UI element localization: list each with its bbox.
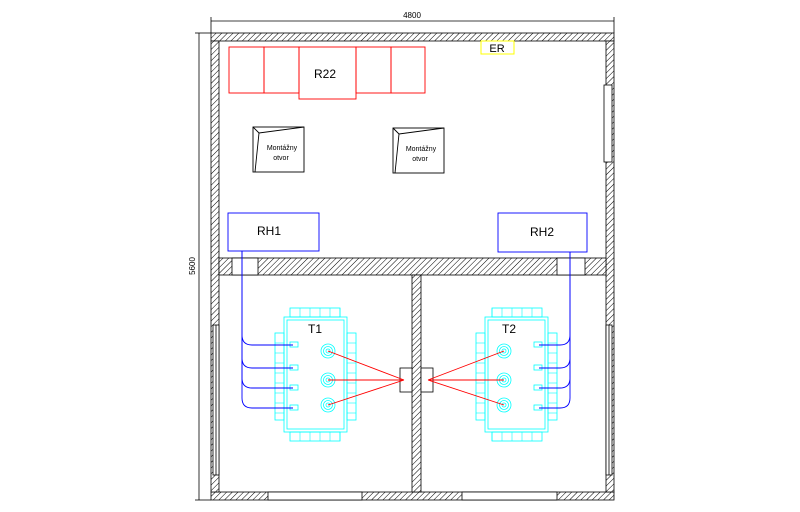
rh1-label: RH1 [257, 224, 281, 238]
switchgear-r22 [228, 46, 426, 100]
hv-cable [327, 379, 405, 406]
distribution-board-rh2 [497, 212, 588, 253]
lv-cable [539, 252, 571, 409]
assembly-opening-2 [392, 127, 445, 174]
radiator-right [475, 332, 486, 421]
lv-bushing [533, 341, 543, 348]
transformer-tank-inner [286, 319, 345, 430]
lv-bushing [289, 404, 299, 411]
transformer-t1 [241, 251, 405, 442]
radiator-top [289, 307, 341, 318]
hv-bushing [323, 346, 333, 356]
radiator-right [346, 332, 357, 421]
lv-bushing [533, 404, 543, 411]
transformer-tank-inner [487, 319, 546, 430]
hv-bushing [496, 397, 512, 413]
lv-bushing [533, 364, 543, 371]
hv-bushing [320, 397, 336, 413]
rh2-label: RH2 [530, 225, 554, 239]
assembly-opening-2-label-line1: Montážny [406, 146, 437, 153]
wall-bushings [399, 367, 434, 393]
radiator-top [491, 307, 543, 318]
transformer-tank [484, 316, 549, 433]
r22-label: R22 [314, 67, 336, 81]
windows [212, 84, 613, 476]
assembly-opening-2-label-line2: otvor [412, 156, 428, 163]
distribution-board-rh1 [227, 212, 320, 252]
walls [210, 32, 615, 501]
hv-bushing [496, 343, 512, 359]
lv-bushing [289, 384, 299, 391]
hv-cable [327, 350, 405, 381]
hv-bushing [320, 343, 336, 359]
hv-cable [427, 379, 505, 406]
er-box [480, 40, 515, 55]
hv-bushing [323, 400, 333, 410]
height-dimension-label: 5600 [188, 257, 197, 275]
lv-cable [241, 251, 293, 409]
hv-bushing [499, 400, 509, 410]
lv-bushing [533, 384, 543, 391]
hv-bushing [501, 402, 507, 408]
assembly-opening-1-label-line2: otvor [273, 155, 289, 162]
dimension-width [210, 17, 615, 33]
radiator-left [547, 332, 558, 421]
er-label: ER [489, 43, 504, 55]
lv-bushing [289, 341, 299, 348]
assembly-opening-1 [252, 126, 305, 173]
hv-bushing [325, 348, 331, 354]
hv-bushing [325, 402, 331, 408]
wall-openings [231, 257, 586, 501]
hv-bushing [501, 348, 507, 354]
radiator-left [274, 332, 285, 421]
dimension-height [195, 32, 211, 501]
lv-bushing [289, 364, 299, 371]
radiator-bottom [289, 431, 341, 442]
width-dimension-label: 4800 [403, 11, 421, 20]
hv-bushing [499, 346, 509, 356]
t1-label: T1 [308, 322, 322, 336]
assembly-opening-1-label-line1: Montážny [267, 145, 298, 152]
hv-cable [427, 350, 505, 381]
radiator-bottom [491, 431, 543, 442]
t2-label: T2 [502, 322, 516, 336]
transformer-t2 [427, 252, 571, 442]
